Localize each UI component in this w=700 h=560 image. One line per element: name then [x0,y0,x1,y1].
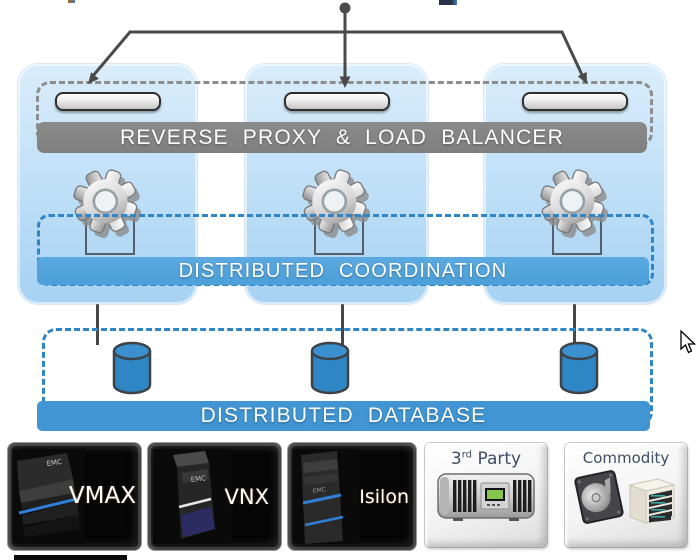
database-cylinder-icon [310,341,350,395]
distributed-database-banner: DISTRIBUTED DATABASE [37,401,650,431]
connector-line [573,304,576,345]
isilon-hardware-image: EMC [293,449,359,544]
label-base: 3 [450,449,462,469]
vnx-hardware-image: EMC [153,449,231,544]
tile-3rd-party: 3rd Party [425,443,547,547]
tile-label: Isilon [359,486,409,508]
database-cylinder-icon [112,341,152,395]
server-pill [283,92,390,111]
tile-vnx: EMC VNX [148,443,281,550]
server-pill [54,92,161,111]
cropped-fragment [14,555,127,560]
emc-logo: EMC [312,486,326,495]
mouse-cursor-icon [680,330,697,354]
tile-label: VNX [224,485,269,509]
tile-label: Commodity [582,449,670,467]
server-pill [522,92,628,111]
connector-line [341,304,344,345]
tile-isilon: EMC Isilon [288,443,416,550]
label-rest: Party [477,449,522,469]
reverse-proxy-banner: REVERSE PROXY & LOAD BALANCER [37,122,647,153]
label-superscript: rd [461,449,473,461]
emc-logo: EMC [190,474,206,484]
emc-logo: EMC [46,458,62,468]
cropped-fragment [68,0,75,3]
cropped-fragment [439,0,457,5]
tile-label: 3rd Party [425,449,547,469]
database-cylinder-icon [559,341,599,395]
root-dot [339,2,351,14]
vmax-hardware-image: EMC [13,449,85,544]
tile-commodity: Commodity [565,443,687,547]
tile-vmax: EMC VMAX [8,443,141,550]
storage-array-icon [437,473,535,521]
distributed-coordination-banner: DISTRIBUTED COORDINATION [37,257,649,285]
connector-line [96,304,99,345]
server-tower-icon [628,478,676,524]
tile-label: VMAX [68,483,136,509]
hard-drive-icon [574,470,624,524]
